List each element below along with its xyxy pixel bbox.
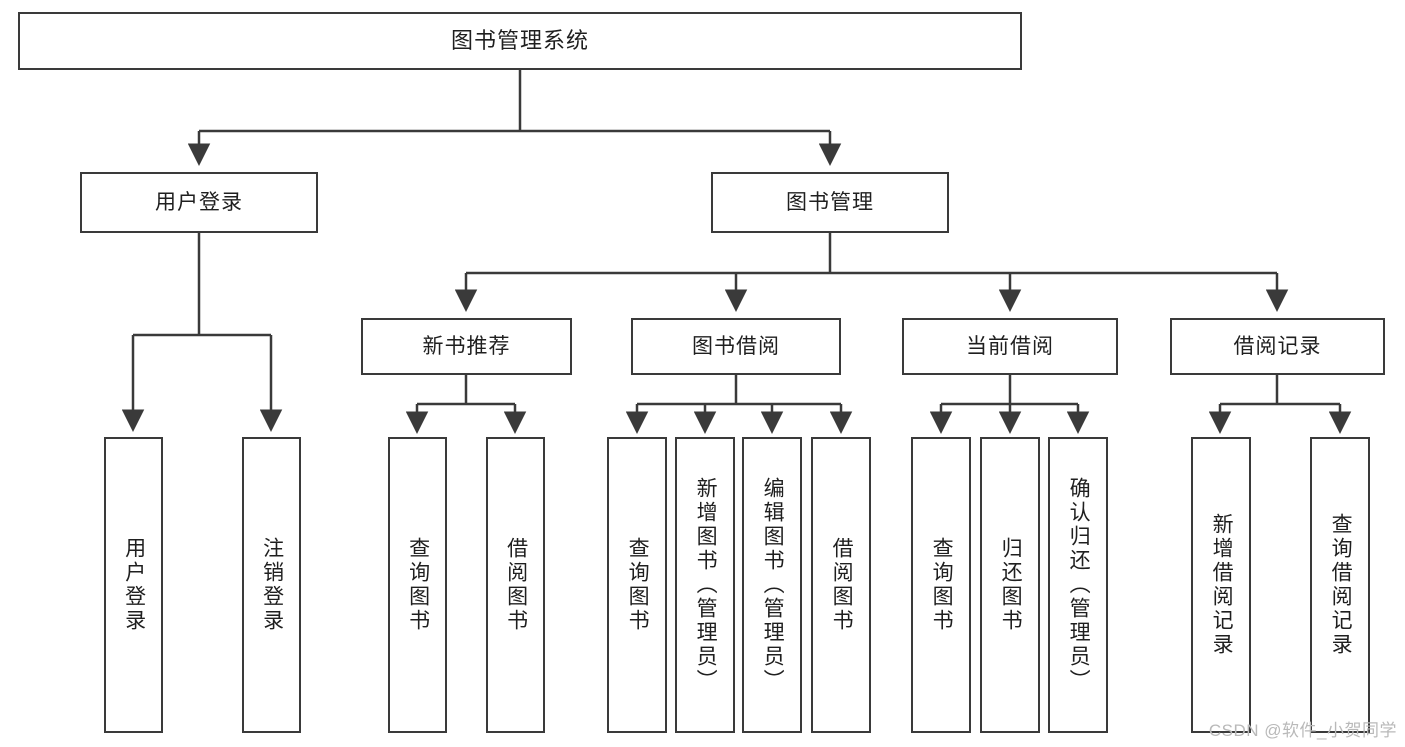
leaf-new-book-rec-1[interactable]: 查询图书 — [388, 437, 447, 733]
leaf-label: 新增借阅记录 — [1210, 513, 1234, 657]
leaf-label: 注销登录 — [260, 537, 284, 633]
leaf-label: 查询图书 — [930, 537, 954, 633]
node-book-borrow[interactable]: 图书借阅 — [631, 318, 841, 375]
leaf-label: 查询图书 — [626, 537, 650, 633]
node-new-book-rec[interactable]: 新书推荐 — [361, 318, 572, 375]
node-new-book-rec-label: 新书推荐 — [422, 334, 511, 358]
leaf-book-borrow-2[interactable]: 新增图书（管理员） — [675, 437, 735, 733]
leaf-label: 新增图书（管理员） — [694, 477, 718, 693]
leaf-book-borrow-3[interactable]: 编辑图书（管理员） — [742, 437, 802, 733]
leaf-label: 用户登录 — [122, 537, 146, 633]
node-book-borrow-label: 图书借阅 — [692, 334, 780, 358]
node-user-login[interactable]: 用户登录 — [80, 172, 318, 233]
leaf-borrow-record-2[interactable]: 查询借阅记录 — [1310, 437, 1370, 733]
leaf-label: 借阅图书 — [830, 537, 854, 633]
leaf-book-borrow-4[interactable]: 借阅图书 — [811, 437, 871, 733]
leaf-book-borrow-1[interactable]: 查询图书 — [607, 437, 667, 733]
node-current-borrow[interactable]: 当前借阅 — [902, 318, 1118, 375]
leaf-label: 归还图书 — [999, 537, 1023, 633]
leaf-label: 借阅图书 — [504, 537, 528, 633]
leaf-label: 编辑图书（管理员） — [761, 477, 785, 693]
leaf-new-book-rec-2[interactable]: 借阅图书 — [486, 437, 545, 733]
leaf-label: 确认归还（管理员） — [1067, 477, 1091, 693]
node-root[interactable]: 图书管理系统 — [18, 12, 1022, 70]
node-root-label: 图书管理系统 — [450, 27, 589, 53]
leaf-user-login-2[interactable]: 注销登录 — [242, 437, 301, 733]
leaf-current-borrow-1[interactable]: 查询图书 — [911, 437, 971, 733]
leaf-current-borrow-3[interactable]: 确认归还（管理员） — [1048, 437, 1108, 733]
leaf-user-login-1[interactable]: 用户登录 — [104, 437, 163, 733]
node-current-borrow-label: 当前借阅 — [966, 334, 1054, 358]
csdn-watermark: CSDN @软件_小贺同学 — [1208, 721, 1397, 740]
node-book-manage[interactable]: 图书管理 — [711, 172, 949, 233]
leaf-label: 查询图书 — [406, 537, 430, 633]
node-borrow-record[interactable]: 借阅记录 — [1170, 318, 1385, 375]
node-user-login-label: 用户登录 — [155, 190, 243, 214]
node-book-manage-label: 图书管理 — [786, 190, 874, 214]
leaf-label: 查询借阅记录 — [1329, 513, 1353, 657]
leaf-borrow-record-1[interactable]: 新增借阅记录 — [1191, 437, 1251, 733]
leaf-current-borrow-2[interactable]: 归还图书 — [980, 437, 1040, 733]
node-borrow-record-label: 借阅记录 — [1233, 334, 1322, 358]
